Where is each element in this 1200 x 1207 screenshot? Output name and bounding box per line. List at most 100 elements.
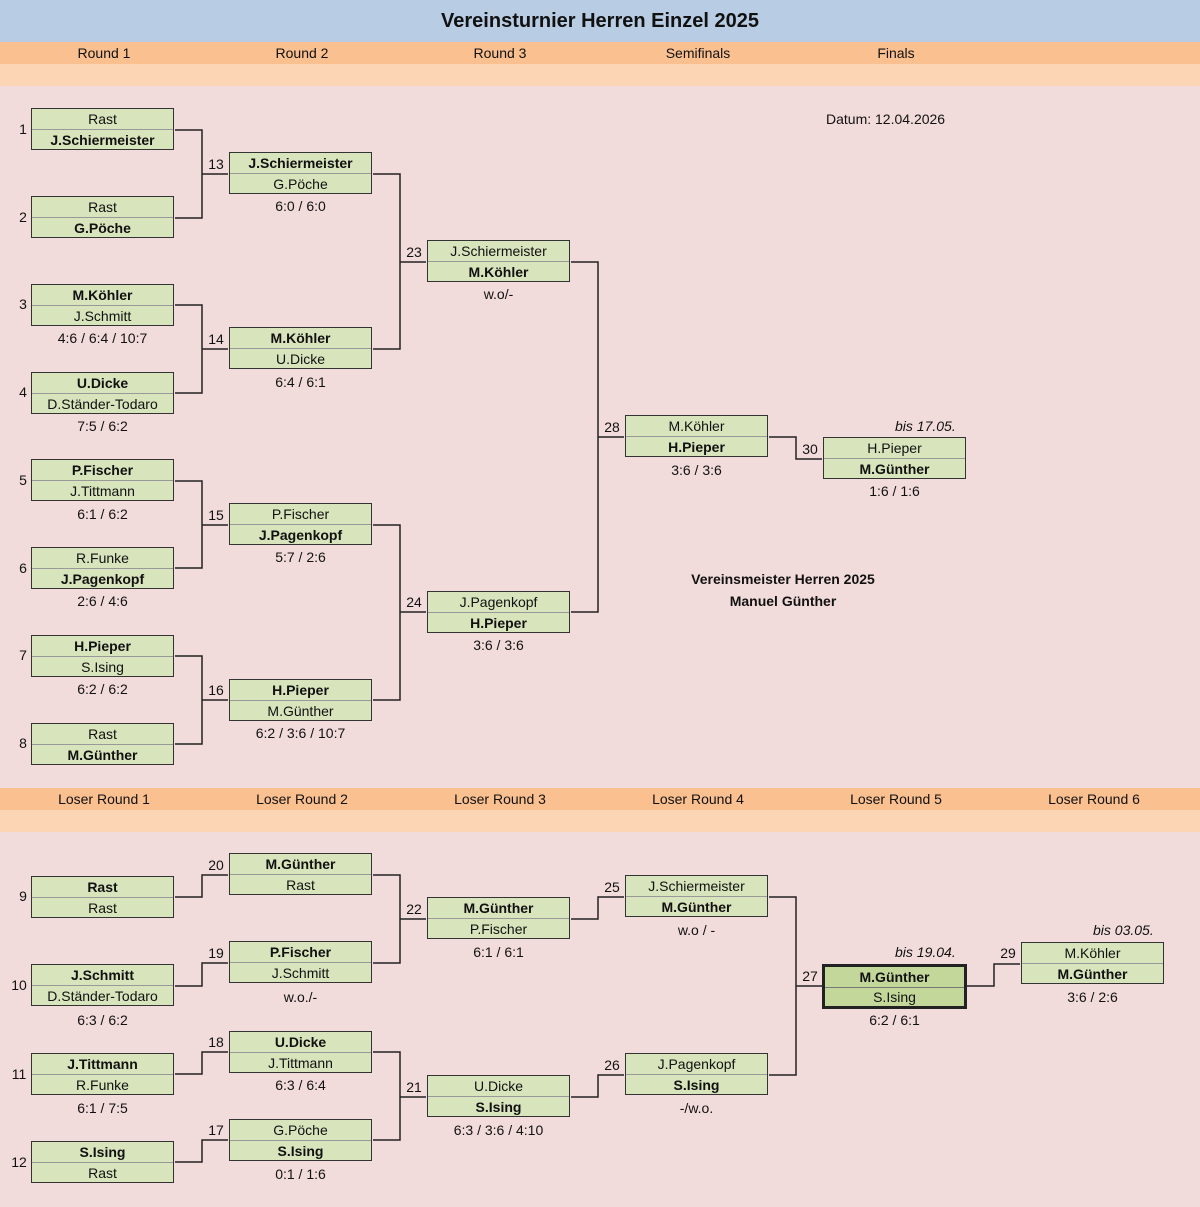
round-label: Finals <box>877 45 915 61</box>
player-name-winner: U.Dicke <box>230 1032 371 1053</box>
match-box: Rast M.Günther <box>31 723 174 765</box>
match-score: -/w.o. <box>679 1100 714 1116</box>
round-label: Loser Round 5 <box>850 791 942 807</box>
round-label: Round 1 <box>77 45 131 61</box>
match-score: 5:7 / 2:6 <box>275 549 326 565</box>
player-name: D.Ständer-Todaro <box>47 988 158 1004</box>
match-number: 3 <box>19 296 27 312</box>
player-name-winner: M.Günther <box>230 854 371 875</box>
match-box: M.Günther P.Fischer <box>427 897 570 939</box>
match-box: S.Ising Rast <box>31 1141 174 1183</box>
match-box: G.Pöche S.Ising <box>229 1119 372 1161</box>
player-name-winner: S.Ising <box>277 1143 324 1159</box>
match-box: M.Köhler H.Pieper <box>625 415 768 457</box>
match-score: w.o./- <box>283 989 318 1005</box>
match-number: 26 <box>604 1057 620 1073</box>
page-title: Vereinsturnier Herren Einzel 2025 <box>0 0 1200 42</box>
match-score: 6:0 / 6:0 <box>275 198 326 214</box>
player-name-winner: M.Köhler <box>468 264 529 280</box>
player-name: J.Tittmann <box>268 1055 333 1071</box>
match-box: M.Köhler M.Günther <box>1021 942 1164 984</box>
player-name: G.Pöche <box>273 176 328 192</box>
match-score: 6:3 / 6:4 <box>275 1077 326 1093</box>
round-label: Loser Round 6 <box>1048 791 1140 807</box>
round-label: Round 3 <box>473 45 527 61</box>
player-name: J.Pagenkopf <box>626 1054 767 1075</box>
match-score: 6:3 / 6:2 <box>77 1012 128 1028</box>
player-name: U.Dicke <box>275 351 325 367</box>
match-score: 6:1 / 7:5 <box>77 1100 128 1116</box>
round-label: Loser Round 2 <box>256 791 348 807</box>
player-name-winner: M.Günther <box>67 747 138 763</box>
match-score: 3:6 / 3:6 <box>473 637 524 653</box>
winners-round-header: Round 1 Round 2 Round 3 Semifinals Final… <box>0 42 1200 64</box>
match-number: 12 <box>11 1154 27 1170</box>
match-box: Rast Rast <box>31 876 174 918</box>
player-name: U.Dicke <box>428 1076 569 1097</box>
match-box: Rast G.Pöche <box>31 196 174 238</box>
match-box: U.Dicke S.Ising <box>427 1075 570 1117</box>
match-number: 23 <box>406 244 422 260</box>
match-box: J.Tittmann R.Funke <box>31 1053 174 1095</box>
player-name-winner: P.Fischer <box>32 460 173 481</box>
match-number: 25 <box>604 879 620 895</box>
match-number: 11 <box>11 1066 27 1082</box>
player-name-winner: S.Ising <box>673 1077 720 1093</box>
match-score: 6:2 / 6:1 <box>869 1012 920 1028</box>
match-number: 16 <box>208 682 224 698</box>
match-number: 30 <box>802 441 818 457</box>
player-name-winner: H.Pieper <box>230 680 371 701</box>
match-number: 4 <box>19 384 27 400</box>
match-number: 21 <box>406 1079 422 1095</box>
header-band <box>0 64 1200 86</box>
player-name: Rast <box>32 724 173 745</box>
player-name: Rast <box>32 109 173 130</box>
player-name: D.Ständer-Todaro <box>47 396 158 412</box>
player-name-winner: Rast <box>32 877 173 898</box>
match-box: M.Köhler J.Schmitt <box>31 284 174 326</box>
player-name-winner: H.Pieper <box>668 439 725 455</box>
match-score: 0:1 / 1:6 <box>275 1166 326 1182</box>
match-score: 7:5 / 6:2 <box>77 418 128 434</box>
match-box: Rast J.Schiermeister <box>31 108 174 150</box>
player-name: Rast <box>286 877 315 893</box>
player-name: R.Funke <box>76 1077 129 1093</box>
match-box: H.Pieper S.Ising <box>31 635 174 677</box>
match-number: 13 <box>208 156 224 172</box>
match-number: 17 <box>208 1122 224 1138</box>
round-label: Semifinals <box>665 45 731 61</box>
player-name-winner: J.Schmitt <box>32 965 173 986</box>
match-score: 3:6 / 3:6 <box>671 462 722 478</box>
match-score: 6:2 / 6:2 <box>77 681 128 697</box>
match-box: J.Schiermeister G.Pöche <box>229 152 372 194</box>
match-score: 6:1 / 6:1 <box>473 944 524 960</box>
match-number: 20 <box>208 857 224 873</box>
match-score: 6:4 / 6:1 <box>275 374 326 390</box>
match-box: P.Fischer J.Schmitt <box>229 941 372 983</box>
match-box: H.Pieper M.Günther <box>229 679 372 721</box>
player-name: J.Schiermeister <box>428 241 569 262</box>
champion-title: Vereinsmeister Herren 2025 <box>691 571 875 587</box>
match-score: 4:6 / 6:4 / 10:7 <box>57 330 148 346</box>
player-name: R.Funke <box>32 548 173 569</box>
match-number: 15 <box>208 507 224 523</box>
player-name-winner: M.Günther <box>428 898 569 919</box>
player-name-winner: M.Günther <box>661 899 732 915</box>
match-number: 22 <box>406 901 422 917</box>
player-name: P.Fischer <box>230 504 371 525</box>
player-name-winner: M.Günther <box>1057 966 1128 982</box>
player-name: H.Pieper <box>824 438 965 459</box>
match-number: 1 <box>19 121 27 137</box>
player-name-winner: M.Günther <box>859 461 930 477</box>
player-name-winner: J.Tittmann <box>32 1054 173 1075</box>
player-name: S.Ising <box>873 989 916 1006</box>
match-score: 2:6 / 4:6 <box>77 593 128 609</box>
player-name: Rast <box>88 900 117 916</box>
player-name: J.Pagenkopf <box>428 592 569 613</box>
match-score: 6:2 / 3:6 / 10:7 <box>255 725 346 741</box>
deadline-note: bis 19.04. <box>895 944 956 960</box>
match-number: 6 <box>19 560 27 576</box>
champion-name: Manuel Günther <box>729 593 837 609</box>
round-label: Loser Round 1 <box>58 791 150 807</box>
